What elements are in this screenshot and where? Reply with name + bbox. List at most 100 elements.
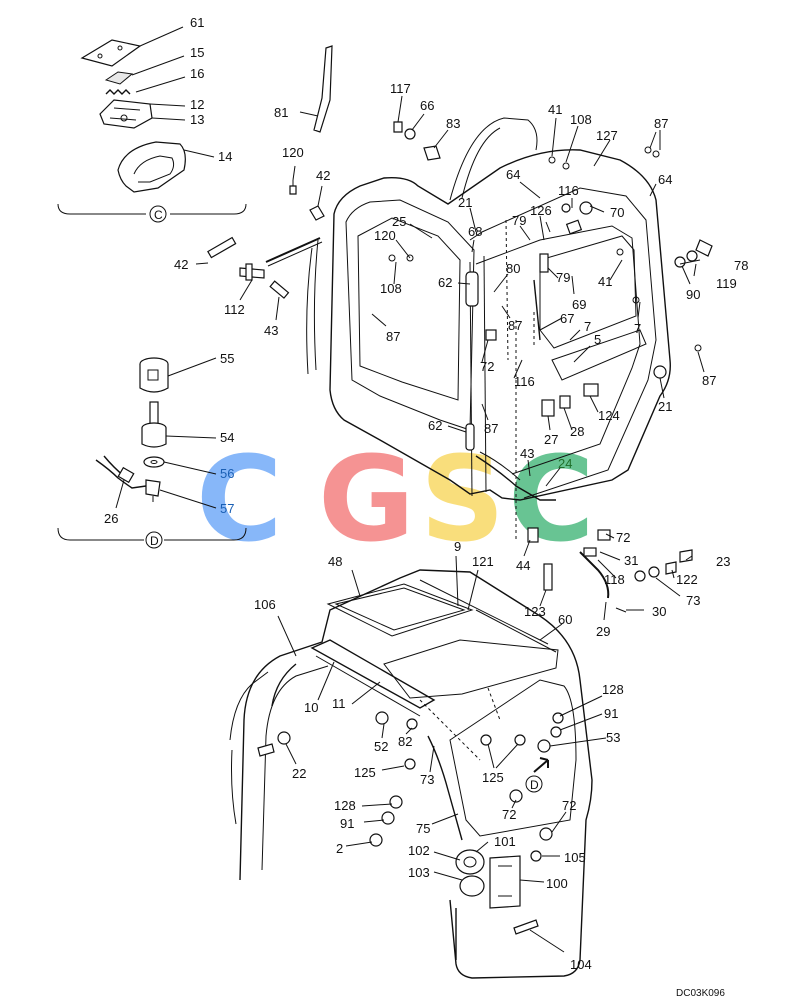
callout-108-b: 108 <box>380 281 402 296</box>
callout-90: 90 <box>686 287 700 302</box>
callout-91-a: 91 <box>604 706 618 721</box>
callout-7-a: 7 <box>634 321 641 336</box>
callout-121: 121 <box>472 554 494 569</box>
callout-100: 100 <box>546 876 568 891</box>
callout-60: 60 <box>558 612 572 627</box>
callout-68: 68 <box>468 224 482 239</box>
callout-79-b: 79 <box>556 270 570 285</box>
callout-24: 24 <box>558 456 572 471</box>
leader-lines <box>277 95 705 953</box>
callout-67: 67 <box>560 311 574 326</box>
callout-120-b: 120 <box>374 228 396 243</box>
callout-118: 118 <box>604 572 625 587</box>
callout-125-a: 125 <box>354 765 376 780</box>
callout-116-b: 116 <box>514 374 535 389</box>
part-29-rod <box>579 551 610 599</box>
callout-31: 31 <box>624 553 638 568</box>
part-12-bracket <box>99 99 153 129</box>
callout-72-a: 72 <box>480 359 494 374</box>
callout-72-d: 72 <box>562 798 576 813</box>
callout-70: 70 <box>610 205 624 220</box>
callout-73-a: 73 <box>686 593 700 608</box>
callout-104: 104 <box>570 957 592 972</box>
callout-43-b: 43 <box>520 446 534 461</box>
part-14-handle <box>117 141 186 193</box>
callout-7-b: 7 <box>584 319 591 334</box>
callout-28: 28 <box>570 424 584 439</box>
arrow-to-detail-d <box>533 757 549 773</box>
callout-10: 10 <box>304 700 318 715</box>
detail-c: C <box>57 26 247 223</box>
callout-87-d: 87 <box>702 373 716 388</box>
callout-117: 117 <box>390 81 411 96</box>
callout-42-b: 42 <box>174 257 188 272</box>
section-mark-d-ref: D <box>530 778 539 792</box>
callout-103: 103 <box>408 865 430 880</box>
callout-124: 124 <box>598 408 620 423</box>
callout-27: 27 <box>544 432 558 447</box>
part-104-bolt <box>513 919 539 935</box>
callout-106: 106 <box>254 597 276 612</box>
callout-14: 14 <box>218 149 232 164</box>
callout-11: 11 <box>332 696 346 711</box>
callout-64-a: 64 <box>506 167 520 182</box>
callout-44: 44 <box>516 558 530 573</box>
callout-16: 16 <box>190 66 204 81</box>
callout-30: 30 <box>652 604 666 619</box>
callout-116-a: 116 <box>558 183 579 198</box>
callout-21-a: 21 <box>458 195 472 210</box>
callout-57: 57 <box>220 501 234 516</box>
callout-112: 112 <box>224 302 245 317</box>
detail-d: D <box>57 357 247 549</box>
part-16-spring <box>105 89 131 95</box>
callout-127: 127 <box>596 128 618 143</box>
callout-62-b: 62 <box>428 418 442 433</box>
part-57-switch <box>145 479 161 497</box>
watermark-letter-s: S <box>420 430 505 568</box>
callout-102: 102 <box>408 843 430 858</box>
callout-43-a: 43 <box>264 323 278 338</box>
callout-75: 75 <box>416 821 430 836</box>
part-61-plate <box>80 39 142 67</box>
callout-128-a: 128 <box>602 682 624 697</box>
part-56-washer <box>143 456 165 468</box>
upper-cab <box>306 117 713 540</box>
callout-120-a: 120 <box>282 145 304 160</box>
callout-2: 2 <box>336 841 343 856</box>
callout-72-b: 72 <box>616 530 630 545</box>
callout-22: 22 <box>292 766 306 781</box>
callout-87-top: 87 <box>654 116 668 131</box>
drawing-code: DC03K096 <box>676 988 725 999</box>
callout-54: 54 <box>220 430 234 445</box>
callout-101: 101 <box>494 834 516 849</box>
callout-5: 5 <box>594 332 601 347</box>
watermark-letter-c1: C <box>196 430 283 568</box>
callout-15: 15 <box>190 45 204 60</box>
section-mark-d: D <box>150 534 159 548</box>
callout-122: 122 <box>676 572 698 587</box>
callout-72-c: 72 <box>502 807 516 822</box>
watermark: C G S C <box>196 430 595 568</box>
callout-69: 69 <box>572 297 586 312</box>
callout-labels: 61 15 16 12 13 14 81 117 66 83 41 108 12… <box>104 15 748 972</box>
callout-26: 26 <box>104 511 118 526</box>
right-parts <box>527 527 693 613</box>
watermark-letter-g: G <box>318 430 415 568</box>
callout-62-a: 62 <box>438 275 452 290</box>
callout-29: 29 <box>596 624 610 639</box>
callout-105: 105 <box>564 850 586 865</box>
part-55-mount <box>139 364 169 393</box>
lower-cab-outline <box>239 569 593 979</box>
callout-123: 123 <box>524 604 546 619</box>
callout-48: 48 <box>328 554 342 569</box>
callout-91-b: 91 <box>340 816 354 831</box>
cab-frame-outline <box>329 149 671 501</box>
callout-83: 83 <box>446 116 460 131</box>
loose-parts-left <box>195 45 333 321</box>
part-26-harness <box>95 459 147 489</box>
callout-87-c: 87 <box>386 329 400 344</box>
callout-78: 78 <box>734 258 748 273</box>
callout-119: 119 <box>716 276 737 291</box>
part-48-roof-panel <box>326 583 474 637</box>
